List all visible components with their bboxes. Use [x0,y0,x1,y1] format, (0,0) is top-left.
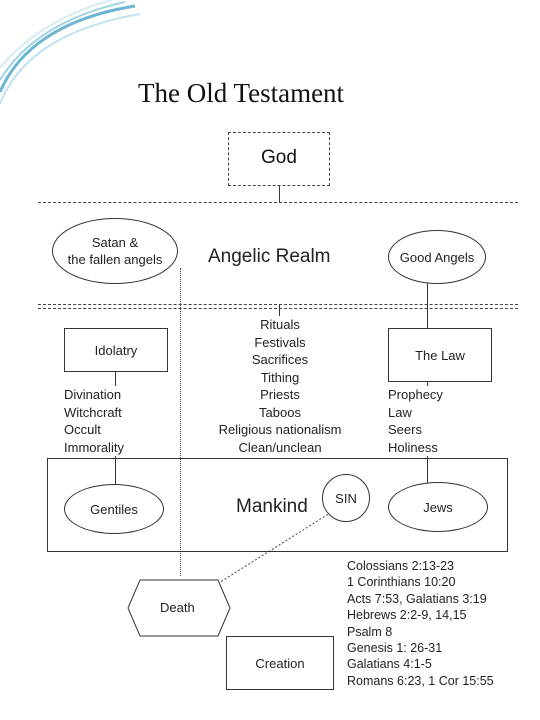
mankind-label: Mankind [236,496,308,517]
creation-label: Creation [255,655,305,671]
rituals-item: Clean/unclean [238,439,322,455]
occult-item: Occult [64,422,101,437]
mankind-region [47,458,508,552]
reference-item: Galatians 4:1-5 [347,657,432,672]
idolatry-label: Idolatry [94,342,138,358]
scripture-references: Colossians 2:13-23 1 Corinthians 10:20 A… [347,558,494,689]
good-angels-ellipse: Good Angels [388,230,486,284]
the-law-label: The Law [415,347,465,363]
idolatry-box: Idolatry [64,328,168,372]
rituals-item: Religious nationalism [218,422,342,437]
gentiles-ellipse: Gentiles [64,484,164,534]
occult-item: Divination [64,387,122,402]
law-item: Prophecy [388,387,443,402]
reference-item: Genesis 1: 26-31 [347,641,443,656]
satan-ellipse: Satan & the fallen angels [52,218,178,284]
realm-boundary-secondary [38,308,518,309]
good-angels-label: Good Angels [399,249,475,265]
law-item: Law [388,404,412,420]
satan-label-line1: Satan & [91,235,139,250]
sin-label: SIN [335,490,357,506]
creation-box: Creation [226,636,334,690]
death-label: Death [160,600,195,615]
rituals-item: Tithing [260,369,300,385]
satan-label-line2: the fallen angels [67,252,163,267]
rituals-list: Rituals Festivals Sacrifices Tithing Pri… [205,316,355,456]
jews-ellipse: Jews [388,482,488,532]
occult-list: Divination Witchcraft Occult Immorality [64,386,124,456]
law-item: Holiness [388,439,438,455]
page-title: The Old Testament [138,78,345,108]
god-box: God [228,132,330,186]
satan-to-death-line [180,268,181,576]
reference-item: Psalm 8 [347,624,393,639]
jews-label: Jews [423,499,453,515]
law-item: Seers [388,422,422,437]
law-items-list: Prophecy Law Seers Holiness [388,386,443,456]
corner-swoosh-decoration [0,0,140,105]
rituals-item: Taboos [259,404,301,420]
reference-item: Colossians 2:13-23 [347,559,455,573]
reference-item: Acts 7:53, Galatians 3:19 [347,591,487,606]
rituals-item: Priests [260,387,300,402]
occult-item: Immorality [64,439,124,455]
death-hexagon [127,579,231,637]
law-connector [427,283,428,483]
reference-item: 1 Corinthians 10:20 [347,575,456,590]
reference-item: Hebrews 2:2-9, 14,15 [347,608,467,623]
reference-item: Romans 6:23, 1 Cor 15:55 [347,673,494,688]
god-label: God [261,147,297,168]
angelic-realm-top-boundary [38,202,518,203]
angelic-realm-bottom-boundary [38,304,518,305]
the-law-box: The Law [388,328,492,382]
angelic-realm-label: Angelic Realm [208,246,331,267]
sin-ellipse: SIN [322,474,370,522]
rituals-item: Sacrifices [251,352,309,367]
rituals-item: Rituals [260,317,300,332]
god-connector [279,186,280,202]
occult-item: Witchcraft [64,404,122,420]
gentiles-label: Gentiles [90,501,138,517]
rituals-item: Festivals [254,334,306,350]
